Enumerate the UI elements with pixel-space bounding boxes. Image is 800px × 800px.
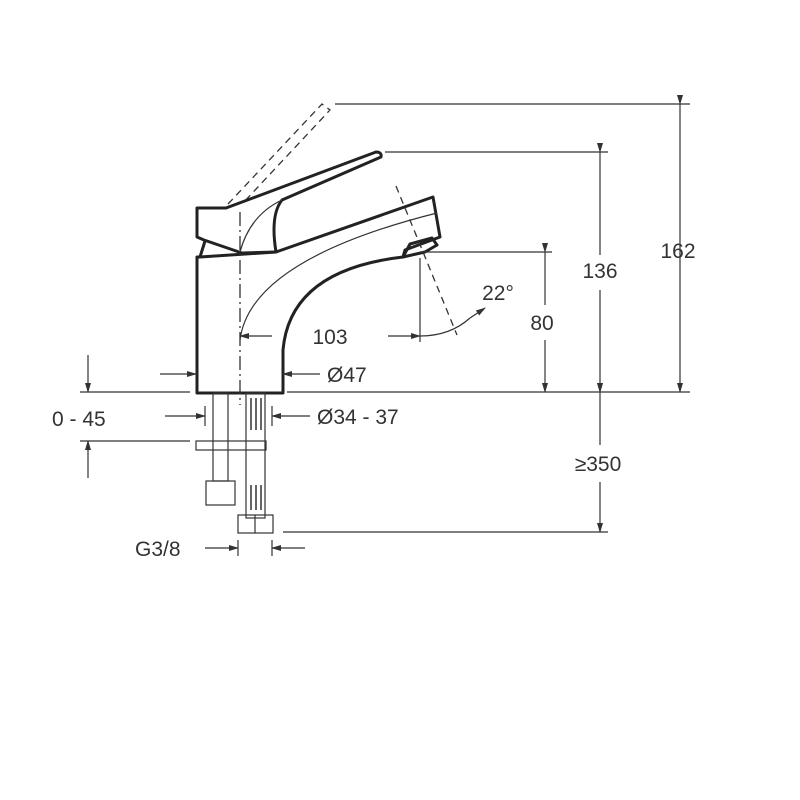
mounting-stud	[212, 392, 229, 482]
spout-inner-line	[239, 212, 438, 341]
aerator	[401, 236, 439, 259]
faucet-outline	[195, 103, 458, 534]
stud-nut	[205, 480, 236, 506]
deck-thickness-label: 0 - 45	[52, 408, 106, 431]
lever-handle	[195, 150, 383, 255]
faucet-body	[195, 195, 442, 395]
body-diameter-label: Ø47	[327, 364, 367, 387]
lever-curve	[239, 199, 283, 253]
spout-angle-label: 22°	[482, 282, 514, 305]
hole-diameter-label: Ø34 - 37	[317, 406, 399, 429]
total-height-label: 162	[660, 240, 695, 263]
spout-height-label: 80	[530, 312, 553, 335]
hose-knurl	[250, 398, 262, 510]
lever-open-position	[227, 103, 331, 205]
lever-height-label: 136	[582, 260, 617, 283]
connection-thread-label: G3/8	[135, 538, 181, 561]
spout-axis	[395, 185, 458, 336]
dimension-lines	[80, 95, 690, 556]
mounting-plate	[195, 440, 267, 451]
hose-length-label: ≥350	[575, 453, 622, 476]
spout-reach-label: 103	[312, 326, 347, 349]
